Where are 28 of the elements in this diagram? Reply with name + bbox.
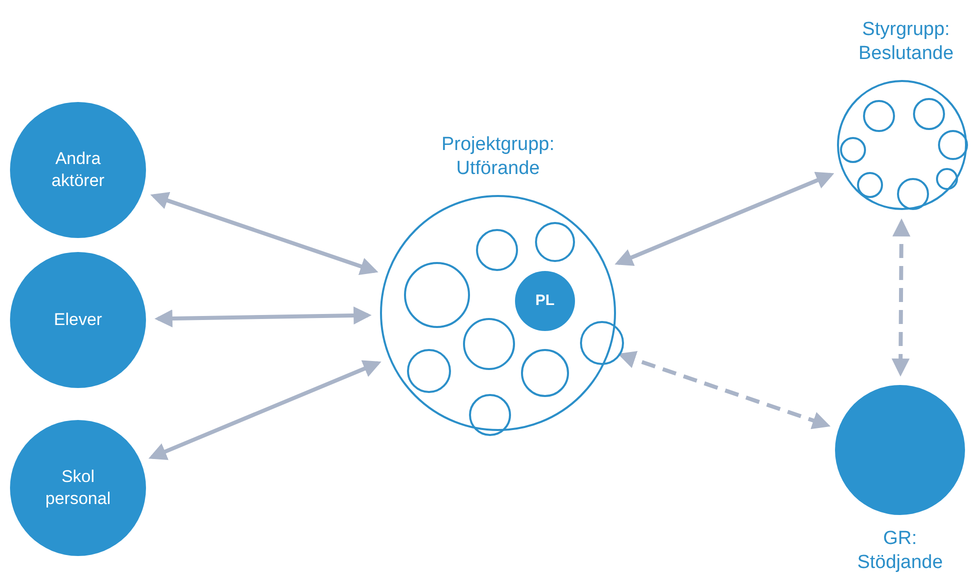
double-arrow	[148, 360, 382, 460]
member-circle	[463, 318, 515, 370]
member-circle	[897, 178, 929, 210]
member-circle	[407, 349, 451, 393]
member-circle	[938, 130, 968, 160]
member-circle	[535, 222, 575, 262]
member-circle	[469, 394, 511, 436]
member-circle	[936, 168, 958, 190]
double-arrow	[618, 351, 830, 430]
group-heading: Styrgrupp: Beslutande	[857, 18, 955, 66]
member-circle	[840, 137, 866, 163]
double-arrow	[614, 172, 834, 266]
member-circle	[857, 172, 883, 198]
double-arrow	[154, 306, 372, 328]
node-label: PL	[535, 291, 555, 311]
node-label: Elever	[54, 309, 102, 331]
member-circle	[404, 262, 470, 328]
node-label: Skol personal	[44, 466, 112, 510]
member-circle	[580, 321, 624, 365]
group-heading: GR: Stödjande	[856, 527, 944, 575]
member-circle	[476, 229, 518, 271]
group-heading: Projektgrupp: Utförande	[440, 133, 556, 181]
double-arrow	[150, 192, 378, 275]
node-label: Andra aktörer	[50, 148, 106, 192]
member-circle	[913, 98, 945, 130]
member-circle	[863, 100, 895, 132]
double-arrow	[892, 218, 910, 377]
member-circle	[521, 349, 569, 397]
